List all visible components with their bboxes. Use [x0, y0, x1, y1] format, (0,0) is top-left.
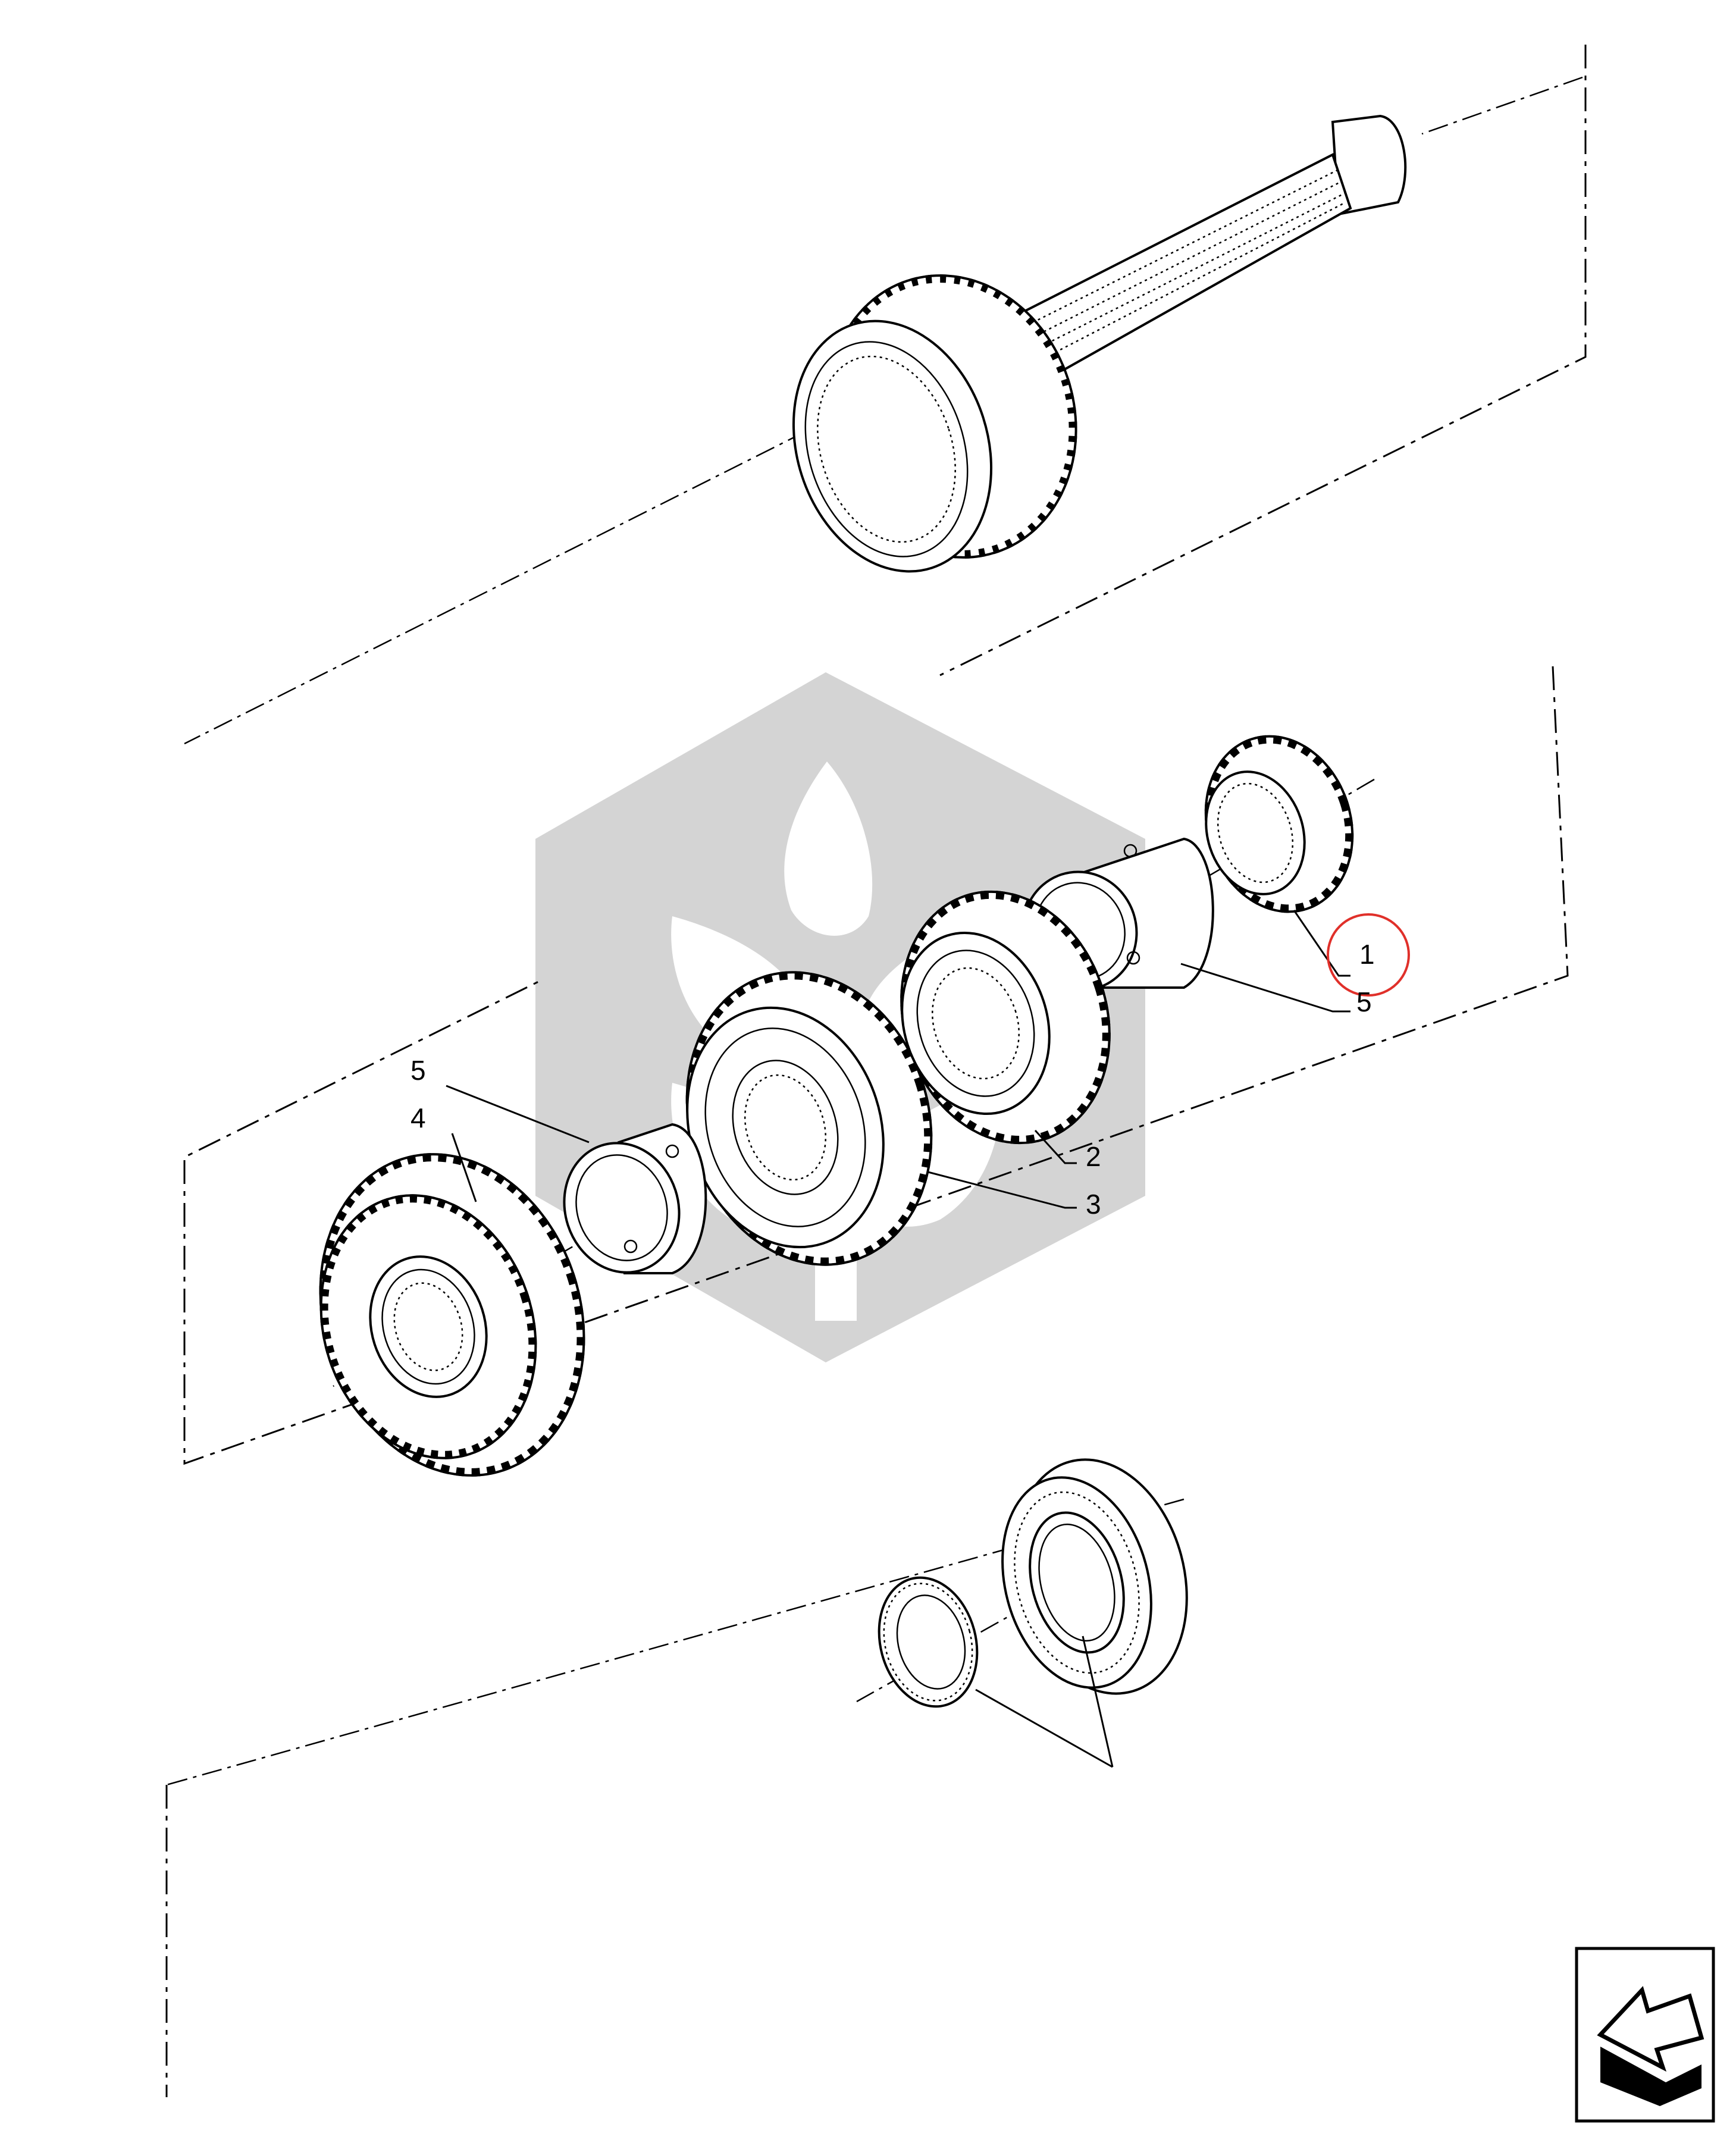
gear-3 — [685, 971, 933, 1266]
callout-2: 2 — [1086, 1141, 1101, 1172]
callout-5-left: 5 — [411, 1055, 426, 1086]
bottom-group-frame — [165, 1498, 1185, 2097]
gear-4 — [319, 1153, 585, 1477]
callout-leaders — [446, 910, 1350, 1209]
callout-4: 4 — [411, 1102, 426, 1133]
callout-3: 3 — [1086, 1189, 1101, 1220]
gear-1 — [1204, 735, 1354, 913]
spacer-5-left — [563, 1123, 707, 1274]
callout-1: 1 — [1359, 939, 1375, 970]
bottom-leader-lines — [975, 1636, 1114, 1768]
callout-labels: 1 5 2 3 5 4 — [411, 913, 1410, 1220]
arrow-back-icon[interactable] — [1575, 1947, 1715, 2123]
input-shaft — [792, 114, 1407, 573]
gear-2 — [900, 890, 1111, 1145]
callout-1-highlight — [1327, 913, 1410, 997]
callout-5-right: 5 — [1356, 986, 1372, 1017]
roller-bearing — [1001, 1458, 1188, 1695]
ring-washer — [878, 1576, 979, 1708]
